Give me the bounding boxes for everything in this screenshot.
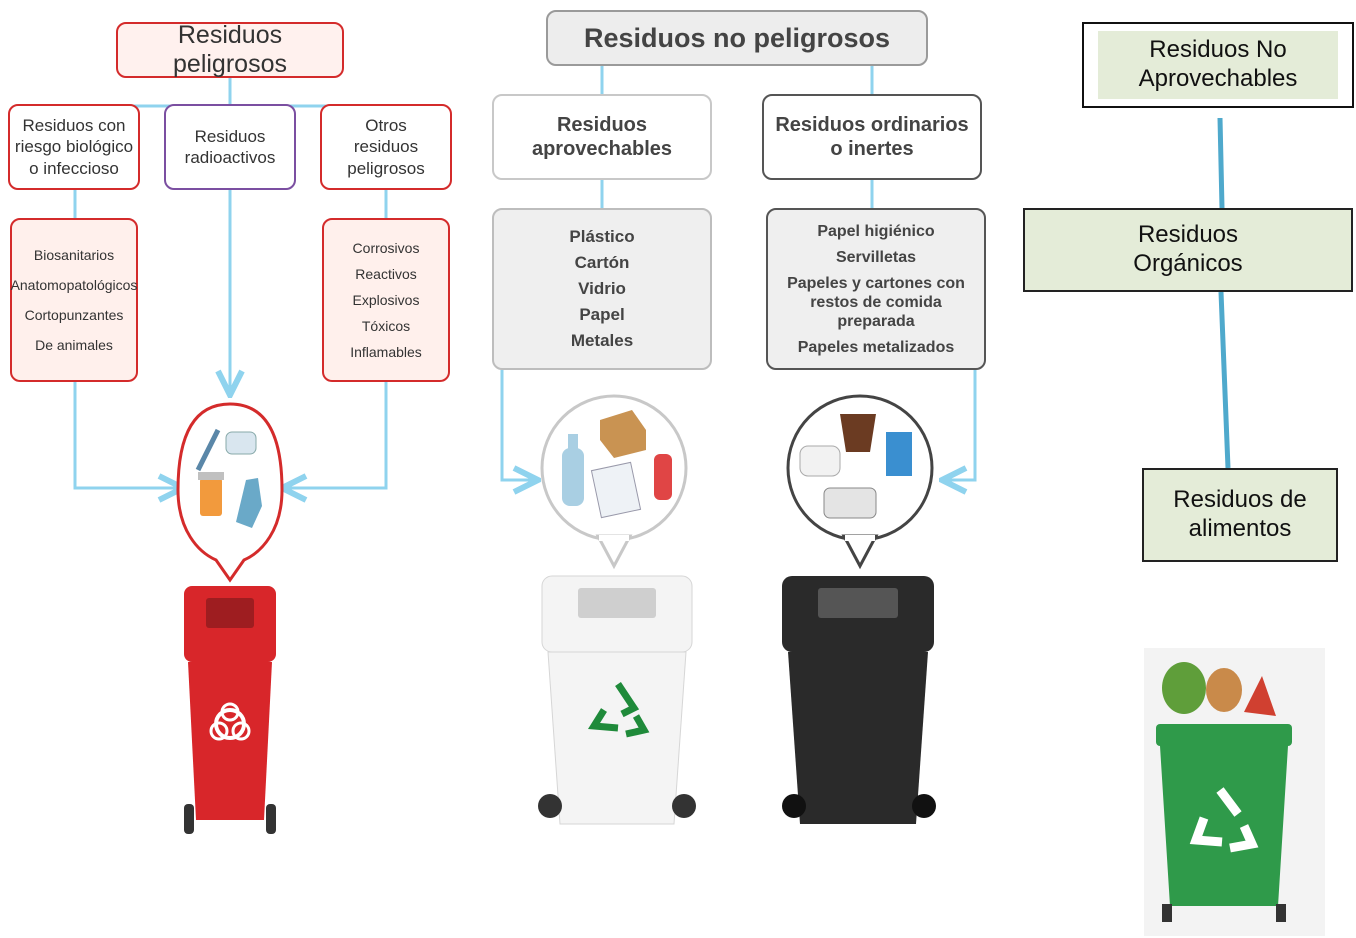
- toilet-paper-icon: [799, 445, 841, 477]
- non-recyclable-box: Residuos No Aprovechables: [1082, 22, 1354, 108]
- connector-line: [1217, 117, 1231, 469]
- list-item: Corrosivos: [352, 240, 420, 256]
- recycle-icon: [587, 682, 650, 738]
- arrow-ordinary: [945, 370, 977, 480]
- bubble-hazardous: [176, 402, 284, 583]
- list-item: Biosanitarios: [33, 247, 115, 263]
- list-item: Papeles y cartones con restos de comida …: [787, 274, 965, 330]
- food-leaves-icon: [1162, 662, 1276, 716]
- list-item: De animales: [35, 337, 113, 353]
- milk-carton-icon: [886, 432, 912, 476]
- list-item: Cortopunzantes: [24, 307, 124, 323]
- paper-icon: [590, 461, 642, 519]
- non-recyclable-label: Residuos No Aprovechables: [1098, 31, 1338, 99]
- ordinary-list: Papel higiénico Servilletas Papeles y ca…: [766, 208, 986, 370]
- non-hazardous-title: Residuos no peligrosos: [546, 10, 928, 66]
- biological-label: Residuos con riesgo biológico o infeccio…: [8, 104, 140, 190]
- biological-list: Biosanitarios Anatomopatológicos Cortopu…: [10, 218, 138, 382]
- arrow-recyclable: [500, 370, 535, 480]
- box-icon: [600, 410, 646, 458]
- arrow-other-hazardous: [285, 382, 388, 488]
- black-ordinary-bin: [782, 576, 936, 824]
- mask-icon: [225, 431, 257, 455]
- list-item: Cartón: [574, 253, 630, 272]
- hazardous-title: Residuos peligrosos: [116, 21, 344, 78]
- soda-bottle-icon: [654, 454, 672, 500]
- list-item: Plástico: [569, 227, 635, 246]
- ordinary-label: Residuos ordinarios o inertes: [762, 94, 982, 180]
- list-item: Metales: [570, 331, 634, 350]
- food-container-icon: [823, 487, 877, 519]
- recycle-icon: [1189, 787, 1259, 853]
- coffee-cup-icon: [840, 414, 876, 452]
- bottle-icon: [562, 434, 584, 506]
- white-recyclable-bin: [538, 575, 696, 825]
- list-item: Tóxicos: [361, 318, 411, 334]
- list-item: Papeles metalizados: [797, 338, 955, 356]
- biohazard-icon: [209, 702, 251, 741]
- glove-icon: [236, 478, 262, 528]
- organic-label: Residuos Orgánicos: [1023, 208, 1353, 292]
- list-item: Anatomopatológicos: [10, 277, 138, 293]
- pill-bottle-icon: [198, 472, 224, 516]
- recyclable-label: Residuos aprovechables: [492, 94, 712, 180]
- other-hazardous-label: Otros residuos peligrosos: [320, 104, 452, 190]
- recyclable-list: Plástico Cartón Vidrio Papel Metales: [492, 208, 712, 370]
- arrow-biological: [73, 382, 180, 488]
- list-item: Inflamables: [350, 344, 422, 360]
- list-item: Servilletas: [835, 248, 917, 266]
- red-hazardous-bin: [184, 586, 276, 834]
- radioactive-label: Residuos radioactivos: [164, 104, 296, 190]
- syringe-icon: [195, 428, 221, 472]
- list-item: Vidrio: [578, 279, 626, 298]
- list-item: Papel higiénico: [817, 222, 935, 240]
- list-item: Papel: [579, 305, 625, 324]
- food-waste-label: Residuos de alimentos: [1142, 468, 1338, 562]
- bubble-recyclable: [540, 394, 688, 570]
- bubble-ordinary: [786, 394, 934, 570]
- list-item: Explosivos: [352, 292, 420, 308]
- green-organic-bin: [1144, 648, 1325, 936]
- other-hazardous-list: Corrosivos Reactivos Explosivos Tóxicos …: [322, 218, 450, 382]
- list-item: Reactivos: [355, 266, 417, 282]
